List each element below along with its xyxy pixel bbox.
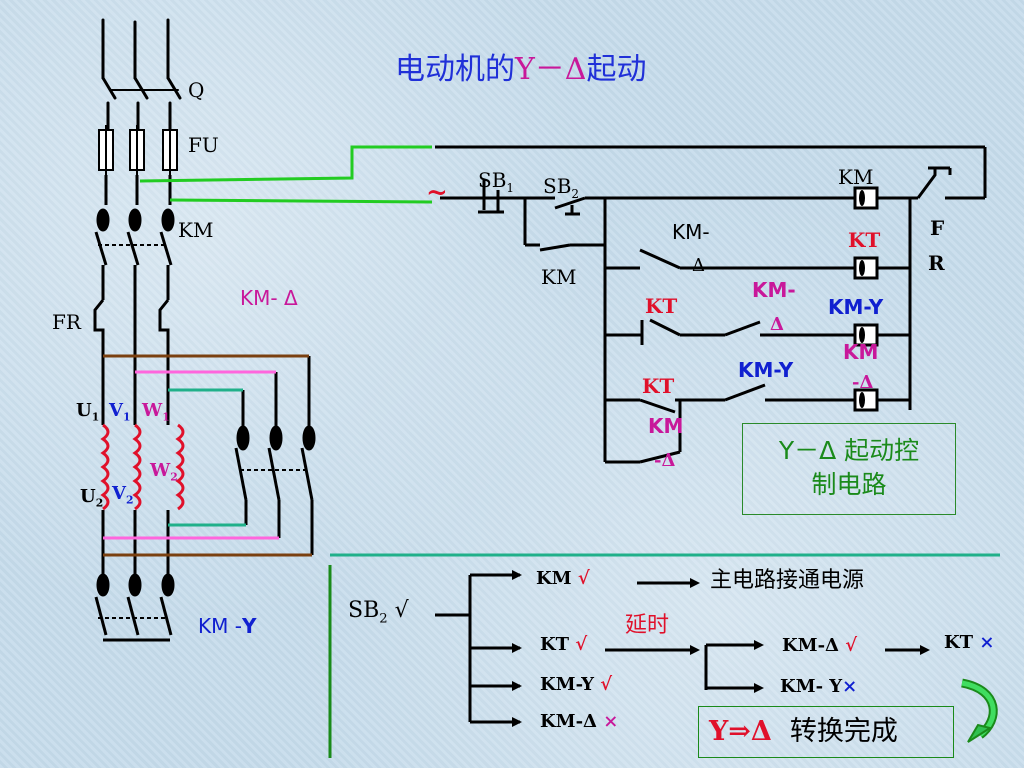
label-sb1: SB1	[478, 168, 515, 195]
loop-arrow-icon	[960, 678, 998, 743]
label-km-y-nc: KM-Y	[738, 358, 794, 382]
label-kt-nc: KT	[645, 294, 678, 318]
label-v1: V1	[109, 400, 131, 424]
seq-kt-off: KT ×	[944, 632, 995, 653]
label-km-delta-hold2: -Δ	[654, 450, 676, 471]
label-q: Q	[188, 78, 205, 102]
label-v2: V2	[112, 483, 134, 507]
seq-km-y: KM-Y √	[540, 674, 613, 695]
seq-km-result: 主电路接通电源	[710, 568, 865, 593]
seq-km-delta: KM-Δ ×	[540, 711, 619, 732]
label-ac-source: ~	[426, 178, 448, 208]
label-km-y-main: KM -Y	[198, 614, 257, 638]
label-km-delta-nc-b2: Δ	[770, 314, 784, 335]
label-fr-r: R	[928, 251, 945, 275]
label-km-delta-nc: KM-	[672, 220, 710, 244]
label-w1: W1	[142, 400, 170, 424]
label-kt-no: KT	[642, 374, 675, 398]
seq-km-delta-on: KM-Δ √	[782, 635, 858, 656]
motor-windings	[100, 423, 185, 511]
label-km-hold: KM	[541, 265, 577, 289]
seq-km-y-off: KM- Y×	[780, 676, 858, 697]
switch-q	[101, 76, 117, 100]
label-km-coil: KM	[838, 165, 874, 189]
label-km-delta-hold: KM	[648, 414, 684, 438]
label-u2: U2	[80, 486, 104, 510]
seq-delay: 延时	[625, 613, 670, 638]
label-u1: U1	[76, 400, 100, 424]
seq-kt: KT √	[540, 634, 588, 655]
page-title: 电动机的Y－Δ起动	[395, 52, 647, 87]
seq-sb2: SB2 √	[348, 598, 409, 627]
label-km-y-coil: KM-Y	[828, 295, 884, 319]
fuse-fu	[98, 125, 178, 175]
control-circuit-caption: Y－Δ 起动控 制电路	[742, 423, 956, 515]
label-kt-coil: KT	[848, 228, 881, 252]
label-km: KM	[178, 218, 214, 242]
label-fr: FR	[52, 310, 81, 334]
label-km-delta-nc-b: KM-	[752, 278, 796, 302]
label-km-delta-coil2: -Δ	[852, 372, 874, 393]
label-w2: W2	[150, 460, 178, 484]
label-km-delta-main: KM- Δ	[240, 286, 298, 310]
label-fu: FU	[188, 133, 219, 157]
label-sb2: SB2	[543, 174, 580, 201]
label-fr-f: F	[930, 216, 945, 240]
label-km-delta-coil: KM	[843, 340, 879, 364]
label-km-delta-nc2: Δ	[692, 255, 705, 276]
seq-km: KM √	[536, 568, 590, 589]
